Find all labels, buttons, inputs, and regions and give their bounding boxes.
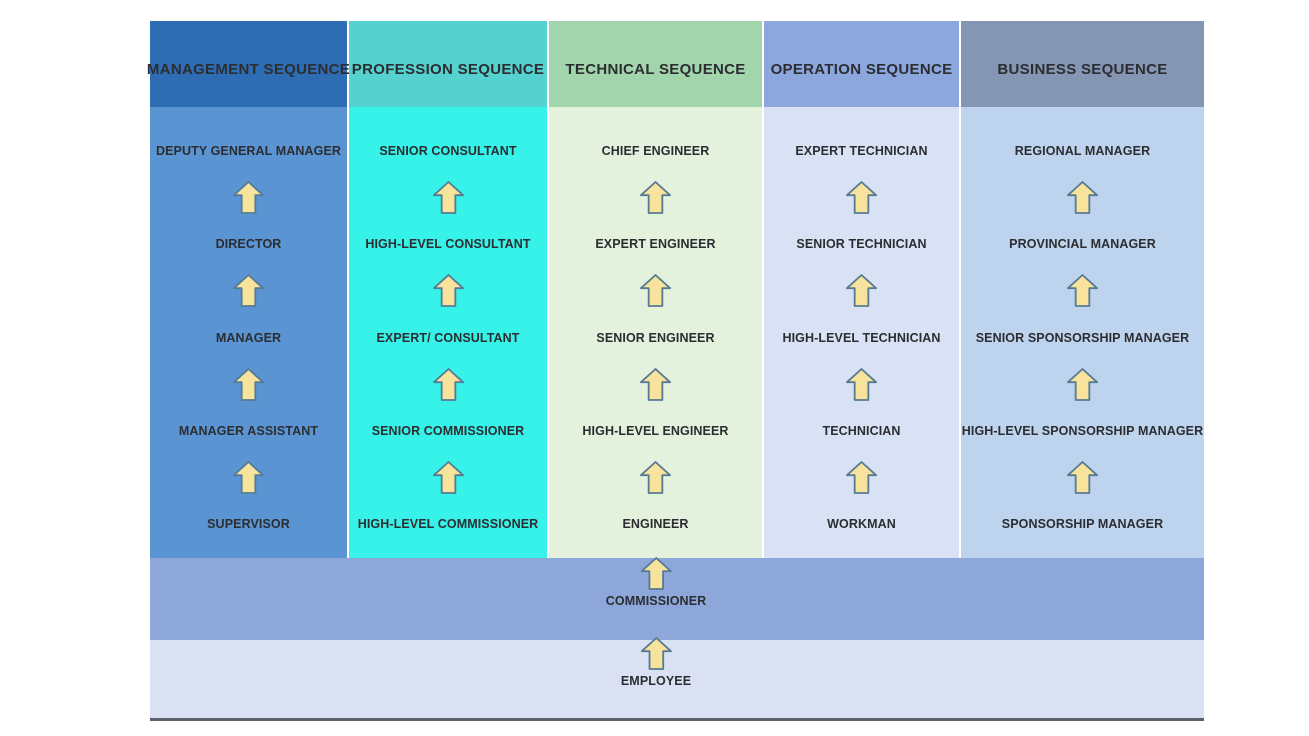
column-profession-sequence: PROFESSION SEQUENCE SENIOR CONSULTANT HI… [349, 21, 547, 558]
role-label: MANAGER [215, 330, 282, 345]
up-arrow-icon [432, 274, 464, 308]
up-arrow-icon [640, 367, 671, 401]
column-header: BUSINESS SEQUENCE [961, 21, 1204, 107]
role-label: SUPERVISOR [207, 517, 290, 531]
column-header: OPERATION SEQUENCE [764, 21, 959, 107]
up-arrow-icon [432, 367, 464, 401]
column-body: DEPUTY GENERAL MANAGER DIRECTOR MANAGER … [150, 107, 347, 558]
up-arrow-icon [846, 274, 877, 308]
up-arrow-icon [640, 557, 672, 590]
role-label: HIGH-LEVEL COMMISSIONER [357, 517, 539, 531]
column-operation-sequence: OPERATION SEQUENCE EXPERT TECHNICIAN SEN… [764, 21, 959, 558]
role-label: DEPUTY GENERAL MANAGER [155, 144, 342, 158]
role-label: MANAGER ASSISTANT [178, 423, 319, 438]
up-arrow-icon [233, 274, 264, 308]
up-arrow-icon [432, 460, 464, 494]
role-label: HIGH-LEVEL SPONSORSHIP MANAGER [961, 423, 1204, 438]
role-label: SENIOR ENGINEER [596, 330, 715, 345]
column-title: PROFESSION SEQUENCE [351, 60, 545, 78]
role-label: HIGH-LEVEL CONSULTANT [365, 237, 531, 252]
up-arrow-icon [846, 367, 877, 401]
column-business-sequence: BUSINESS SEQUENCE REGIONAL MANAGER PROVI… [961, 21, 1204, 558]
up-arrow-icon [233, 367, 264, 401]
column-body: EXPERT TECHNICIAN SENIOR TECHNICIAN HIGH… [764, 107, 959, 558]
up-arrow-icon [846, 460, 877, 494]
role-label: EXPERT TECHNICIAN [795, 144, 928, 158]
column-body: REGIONAL MANAGER PROVINCIAL MANAGER SENI… [961, 107, 1204, 558]
role-label: HIGH-LEVEL ENGINEER [582, 423, 729, 438]
up-arrow-icon [846, 181, 877, 215]
commissioner-band: COMMISSIONER [150, 556, 1204, 640]
employee-band: EMPLOYEE [150, 637, 1204, 718]
up-arrow-icon [640, 181, 671, 215]
column-management-sequence: MANAGEMENT SEQUENCE DEPUTY GENERAL MANAG… [146, 21, 351, 558]
role-label: WORKMAN [827, 517, 896, 531]
role-label: SENIOR TECHNICIAN [796, 237, 927, 252]
role-label: EXPERT ENGINEER [595, 237, 716, 252]
sequence-columns: MANAGEMENT SEQUENCE DEPUTY GENERAL MANAG… [146, 21, 1204, 558]
career-ladder-diagram: MANAGEMENT SEQUENCE DEPUTY GENERAL MANAG… [146, 21, 1204, 721]
role-label: SENIOR COMMISSIONER [371, 423, 525, 438]
up-arrow-icon [1067, 460, 1098, 494]
role-label: EXPERT/ CONSULTANT [376, 330, 520, 345]
up-arrow-icon [1067, 274, 1098, 308]
up-arrow-icon [233, 181, 264, 215]
role-label: REGIONAL MANAGER [1014, 144, 1151, 158]
role-label: CHIEF ENGINEER [601, 144, 710, 158]
column-header: PROFESSION SEQUENCE [349, 21, 547, 107]
up-arrow-icon [1067, 367, 1098, 401]
role-label: PROVINCIAL MANAGER [1009, 237, 1156, 252]
column-body: SENIOR CONSULTANT HIGH-LEVEL CONSULTANT … [349, 107, 547, 558]
up-arrow-icon [640, 637, 672, 670]
role-label: HIGH-LEVEL TECHNICIAN [782, 330, 941, 345]
column-title: OPERATION SEQUENCE [770, 60, 953, 78]
role-label: DIRECTOR [215, 237, 282, 252]
up-arrow-icon [233, 460, 264, 494]
up-arrow-icon [640, 274, 671, 308]
column-title: MANAGEMENT SEQUENCE [146, 60, 351, 78]
role-label: TECHNICIAN [822, 423, 901, 438]
column-title: TECHNICAL SEQUENCE [565, 60, 746, 78]
role-label: ENGINEER [622, 517, 689, 531]
commissioner-label: COMMISSIONER [605, 594, 707, 608]
employee-group: EMPLOYEE [621, 636, 691, 688]
up-arrow-icon [432, 181, 464, 215]
role-label: SENIOR SPONSORSHIP MANAGER [975, 330, 1190, 345]
column-title: BUSINESS SEQUENCE [997, 60, 1168, 78]
commissioner-group: COMMISSIONER [606, 556, 707, 608]
column-technical-sequence: TECHNICAL SEQUENCE CHIEF ENGINEER EXPERT… [549, 21, 762, 558]
employee-label: EMPLOYEE [620, 674, 692, 688]
column-body: CHIEF ENGINEER EXPERT ENGINEER SENIOR EN… [549, 107, 762, 558]
role-label: SENIOR CONSULTANT [379, 144, 517, 158]
column-header: MANAGEMENT SEQUENCE [146, 21, 351, 107]
role-label: SPONSORSHIP MANAGER [1001, 517, 1164, 531]
column-header: TECHNICAL SEQUENCE [549, 21, 762, 107]
up-arrow-icon [640, 460, 671, 494]
up-arrow-icon [1067, 181, 1098, 215]
bottom-border [150, 718, 1204, 721]
